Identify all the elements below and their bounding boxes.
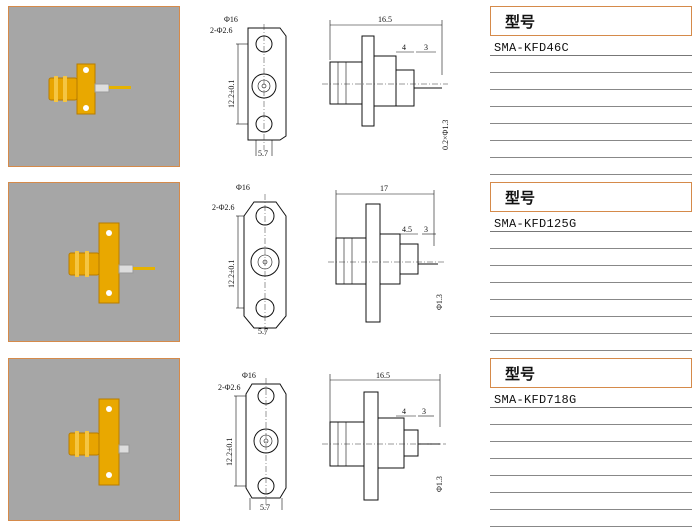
model-name: SMA-KFD46C — [494, 41, 570, 55]
connector-photo — [8, 6, 180, 167]
width-dim: 5.7 — [258, 327, 268, 336]
hole-dim: Φ16 — [224, 15, 238, 24]
length-dim: 16.5 — [378, 15, 392, 24]
hole-dim: Φ16 — [242, 371, 256, 380]
technical-drawing: Φ16 2-Φ2.6 12.2±0.1 5.7 17 — [190, 176, 480, 346]
pin-dim: Φ1.3 — [435, 294, 444, 310]
spec-lines — [490, 407, 692, 527]
product-row-1: Φ16 2-Φ2.6 12.2±0.1 5.7 16.5 — [0, 0, 700, 175]
product-row-2: Φ16 2-Φ2.6 12.2±0.1 5.7 17 — [0, 176, 700, 351]
sma-connector-image — [48, 63, 131, 115]
height-dim: 12.2±0.1 — [227, 260, 236, 288]
sma-connector-image — [68, 398, 130, 486]
hole-dim: Φ16 — [236, 183, 250, 192]
pin-dim: 0.2×Φ1.3 — [441, 120, 450, 150]
spec-lines — [490, 55, 692, 175]
length-dim: 17 — [380, 184, 388, 193]
connector-photo — [8, 358, 180, 521]
dim-a: 4 — [402, 407, 406, 416]
dim-a: 4 — [402, 43, 406, 52]
dim-b: 3 — [424, 43, 428, 52]
dim-b: 3 — [422, 407, 426, 416]
holes-dim: 2-Φ2.6 — [218, 383, 241, 392]
model-label: 型号 — [490, 6, 692, 36]
technical-drawing: Φ16 2-Φ2.6 12.2±0.1 5.7 16.5 — [190, 352, 480, 522]
technical-drawing: Φ16 2-Φ2.6 12.2±0.1 5.7 16.5 — [190, 0, 480, 170]
height-dim: 12.2±0.1 — [225, 438, 234, 466]
model-name: SMA-KFD718G — [494, 393, 577, 407]
product-row-3: Φ16 2-Φ2.6 12.2±0.1 5.7 16.5 — [0, 352, 700, 527]
spec-lines — [490, 231, 692, 351]
model-name: SMA-KFD125G — [494, 217, 577, 231]
width-dim: 5.7 — [258, 149, 268, 158]
model-panel: 型号 SMA-KFD46C — [490, 6, 692, 175]
model-label: 型号 — [490, 182, 692, 212]
dim-b: 3 — [424, 225, 428, 234]
height-dim: 12.2±0.1 — [227, 80, 236, 108]
width-dim: 5.7 — [260, 503, 270, 512]
model-label: 型号 — [490, 358, 692, 388]
pin-dim: Φ1.3 — [435, 476, 444, 492]
model-panel: 型号 SMA-KFD125G — [490, 182, 692, 351]
length-dim: 16.5 — [376, 371, 390, 380]
connector-photo — [8, 182, 180, 342]
holes-dim: 2-Φ2.6 — [212, 203, 235, 212]
model-panel: 型号 SMA-KFD718G — [490, 358, 692, 527]
holes-dim: 2-Φ2.6 — [210, 26, 233, 35]
dim-a: 4.5 — [402, 225, 412, 234]
sma-connector-image — [68, 222, 155, 304]
